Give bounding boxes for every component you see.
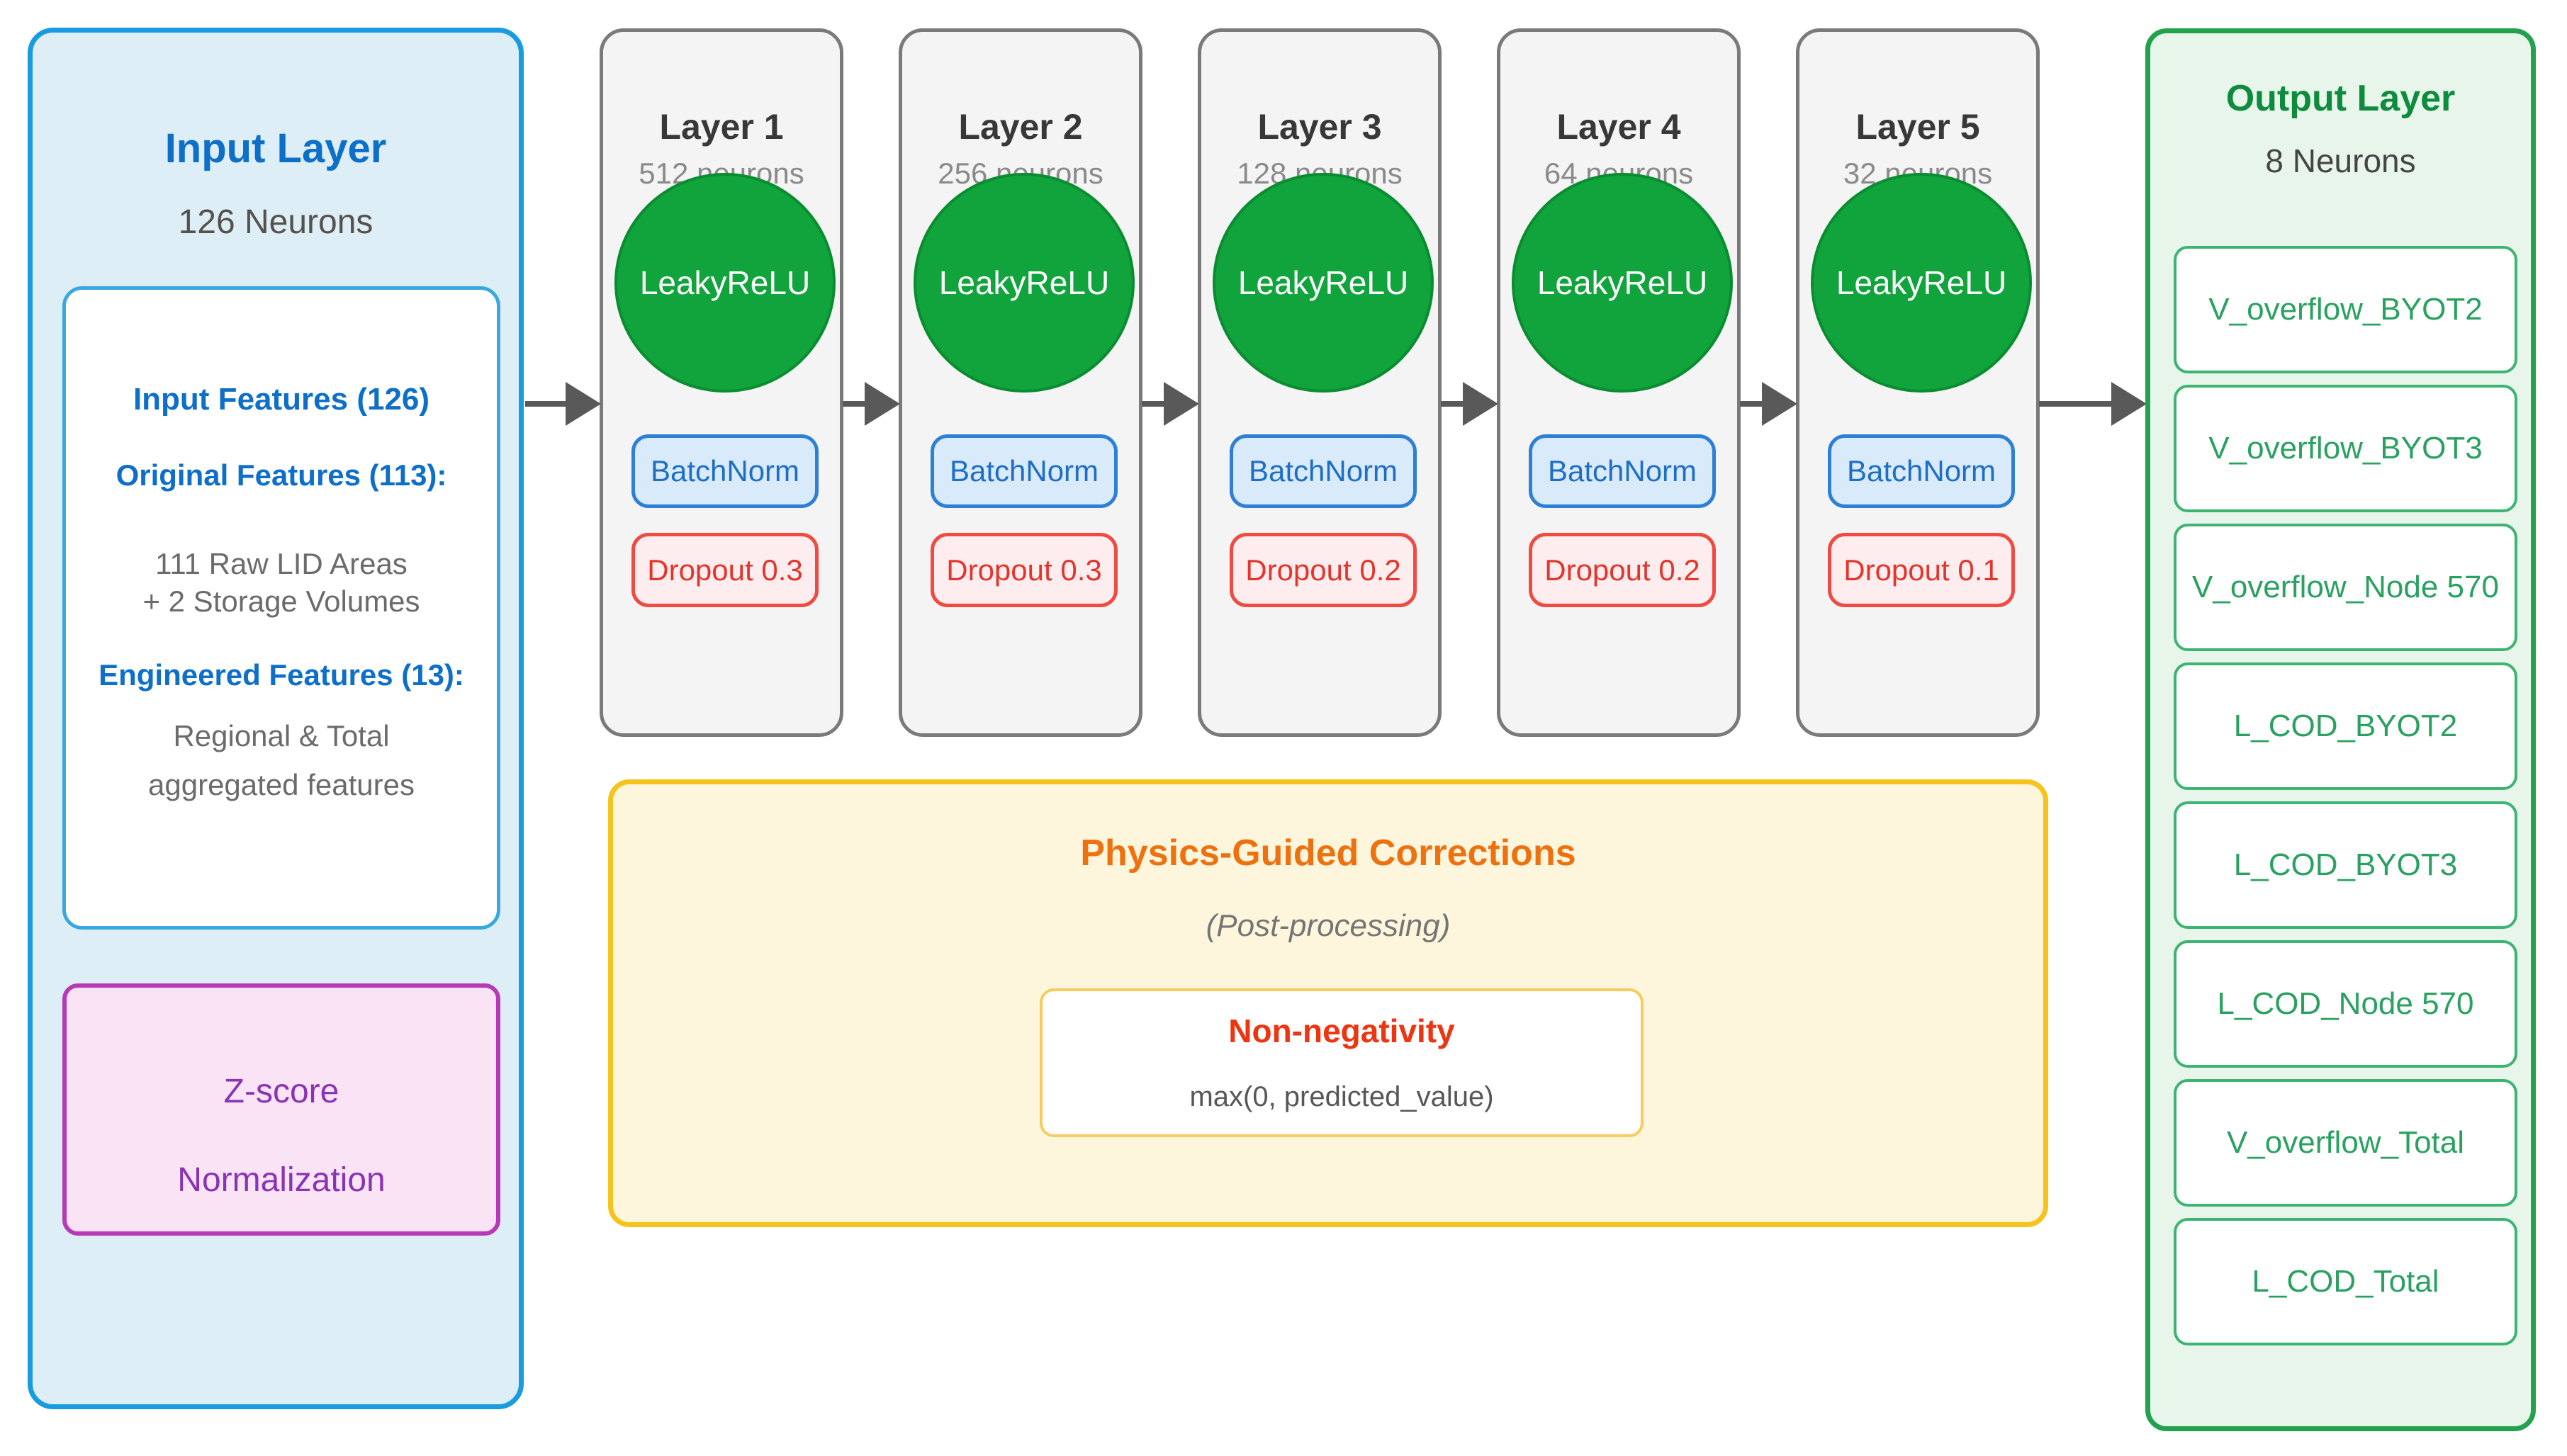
hidden-layer-3-panel: Layer 3 128 neurons LeakyReLU BatchNorm … — [1198, 28, 1442, 737]
layer-1-batchnorm-box: BatchNorm — [631, 434, 819, 508]
engineered-features-line1: Regional & Total — [173, 719, 390, 752]
original-features-line1: 111 Raw LID Areas — [155, 547, 408, 580]
input-layer-panel: Input Layer 126 Neurons Input Features (… — [28, 28, 524, 1409]
layer-2-activation-ellipse: LeakyReLU — [914, 173, 1135, 393]
non-negativity-title: Non-negativity — [1228, 1012, 1455, 1049]
layer-3-activation-ellipse: LeakyReLU — [1213, 173, 1434, 393]
physics-corrections-title: Physics-Guided Corrections — [1080, 833, 1576, 874]
hidden-layer-1-panel: Layer 1 512 neurons LeakyReLU BatchNorm … — [600, 28, 843, 737]
output-node: V_overflow_Node 570 — [2174, 524, 2517, 651]
layer-4-batchnorm-box: BatchNorm — [1529, 434, 1716, 508]
arrow-shaft — [525, 401, 566, 407]
flow-arrow-icon — [2039, 381, 2147, 427]
non-negativity-formula: max(0, predicted_value) — [1189, 1081, 1494, 1112]
arrow-shaft — [2039, 401, 2111, 407]
layer-3-dropout-box: Dropout 0.2 — [1230, 533, 1417, 607]
output-node: V_overflow_BYOT3 — [2174, 385, 2517, 512]
arrow-head-icon — [1762, 382, 1797, 426]
output-node: V_overflow_Total — [2174, 1079, 2517, 1207]
output-layer-title: Output Layer — [2225, 78, 2456, 119]
output-layer-neuron-count: 8 Neurons — [2265, 142, 2416, 179]
layer-5-title: Layer 5 — [1855, 107, 1980, 147]
layer-4-activation-ellipse: LeakyReLU — [1512, 173, 1733, 393]
zscore-label: Z-score — [223, 1073, 339, 1110]
flow-arrow-icon — [1441, 381, 1498, 427]
post-processing-label: (Post-processing) — [1206, 908, 1451, 943]
engineered-features-line2: aggregated features — [148, 768, 415, 801]
layer-2-dropout-box: Dropout 0.3 — [931, 533, 1118, 607]
output-node: V_overflow_BYOT2 — [2174, 246, 2517, 373]
arrow-head-icon — [1463, 382, 1498, 426]
hidden-layer-5-panel: Layer 5 32 neurons LeakyReLU BatchNorm D… — [1796, 28, 2040, 737]
layer-2-title: Layer 2 — [958, 107, 1083, 147]
layer-3-title: Layer 3 — [1257, 107, 1382, 147]
layer-5-dropout-box: Dropout 0.1 — [1828, 533, 2015, 607]
flow-arrow-icon — [1740, 381, 1797, 427]
flow-arrow-icon — [843, 381, 900, 427]
output-node: L_COD_Total — [2174, 1218, 2517, 1345]
arrow-head-icon — [2111, 382, 2147, 426]
hidden-layer-2-panel: Layer 2 256 neurons LeakyReLU BatchNorm … — [899, 28, 1142, 737]
arrow-head-icon — [865, 382, 900, 426]
layer-5-batchnorm-box: BatchNorm — [1828, 434, 2015, 508]
engineered-features-heading: Engineered Features (13): — [99, 658, 464, 692]
output-node: L_COD_BYOT2 — [2174, 662, 2517, 790]
input-layer-neuron-count: 126 Neurons — [178, 203, 373, 241]
non-negativity-box: Non-negativity max(0, predicted_value) — [1040, 988, 1644, 1137]
arrow-shaft — [1142, 401, 1164, 407]
output-layer-panel: Output Layer 8 Neurons V_overflow_BYOT2 … — [2145, 28, 2536, 1431]
layer-3-batchnorm-box: BatchNorm — [1230, 434, 1417, 508]
layer-4-title: Layer 4 — [1556, 107, 1681, 147]
physics-corrections-panel: Physics-Guided Corrections (Post-process… — [608, 779, 2048, 1227]
layer-1-title: Layer 1 — [659, 107, 784, 147]
output-node: L_COD_Node 570 — [2174, 940, 2517, 1068]
input-features-title: Input Features (126) — [133, 382, 430, 417]
original-features-line2: + 2 Storage Volumes — [142, 585, 420, 618]
original-features-heading: Original Features (113): — [116, 458, 447, 492]
output-node: L_COD_BYOT3 — [2174, 801, 2517, 929]
layer-4-dropout-box: Dropout 0.2 — [1529, 533, 1716, 607]
layer-2-batchnorm-box: BatchNorm — [931, 434, 1118, 508]
arrow-head-icon — [1164, 382, 1199, 426]
normalization-label: Normalization — [177, 1161, 386, 1199]
layer-5-activation-ellipse: LeakyReLU — [1811, 173, 2032, 393]
hidden-layer-4-panel: Layer 4 64 neurons LeakyReLU BatchNorm D… — [1497, 28, 1741, 737]
arrow-head-icon — [566, 382, 601, 426]
input-layer-title: Input Layer — [164, 125, 387, 171]
arrow-shaft — [1441, 401, 1463, 407]
layer-1-activation-ellipse: LeakyReLU — [614, 173, 836, 393]
arrow-shaft — [843, 401, 865, 407]
zscore-normalization-box: Z-score Normalization — [62, 983, 500, 1236]
input-features-panel: Input Features (126) Original Features (… — [62, 286, 500, 930]
layer-1-dropout-box: Dropout 0.3 — [631, 533, 819, 607]
flow-arrow-icon — [525, 381, 601, 427]
arrow-shaft — [1740, 401, 1762, 407]
flow-arrow-icon — [1142, 381, 1199, 427]
